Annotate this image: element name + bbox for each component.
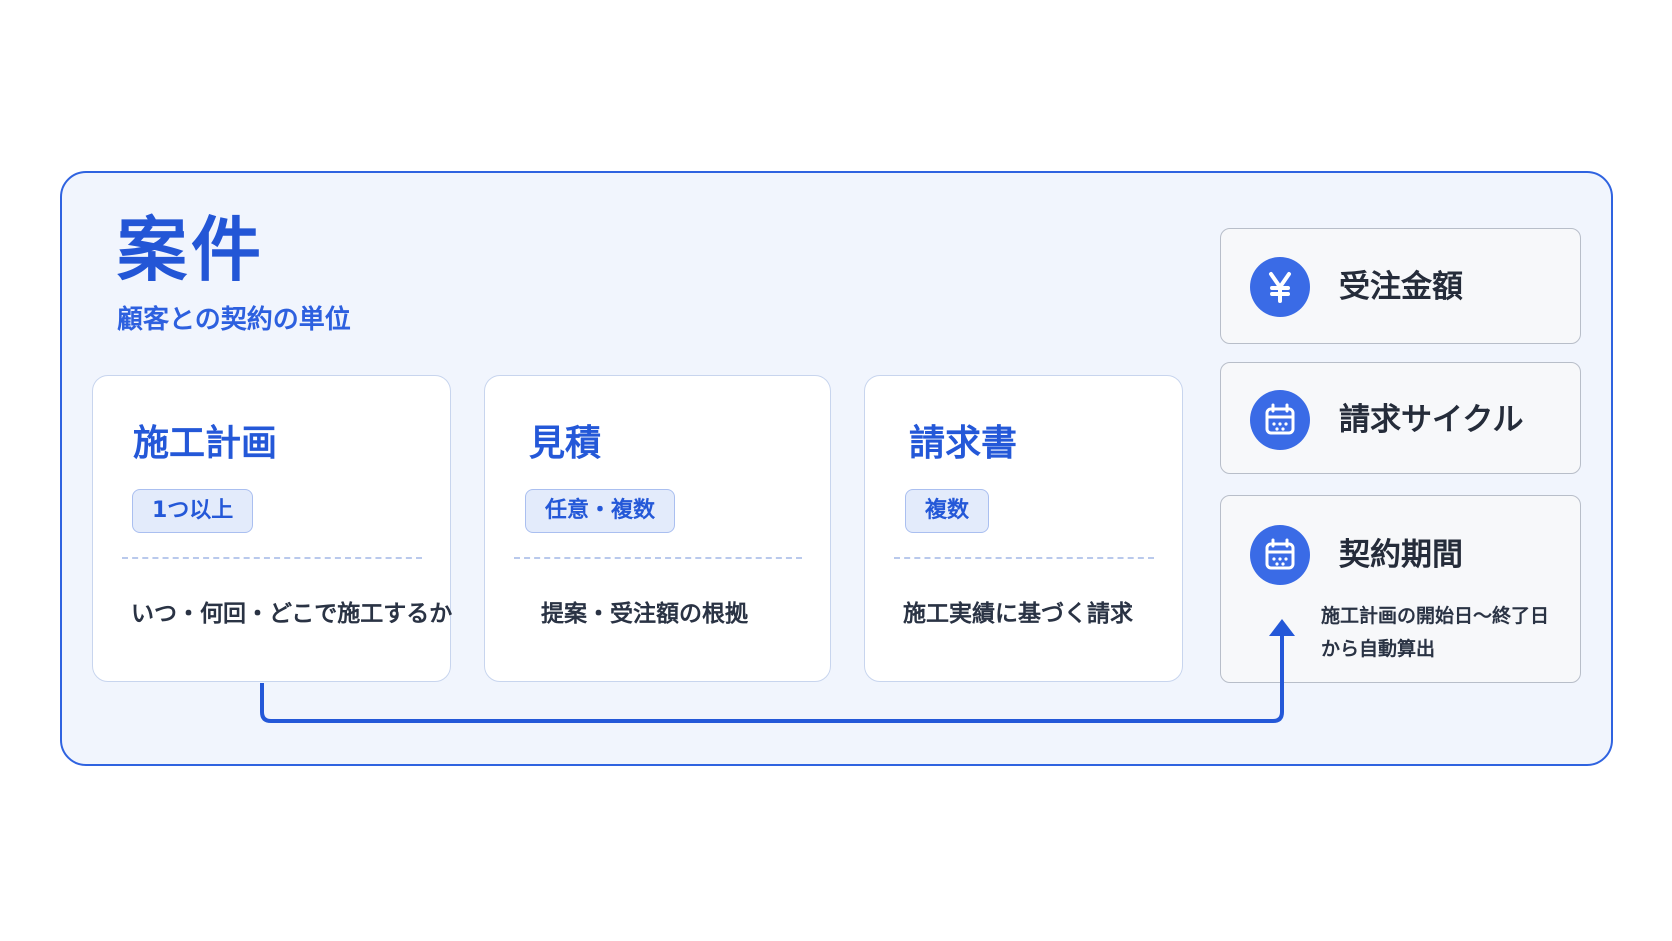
attribute-label: 請求サイクル [1339, 402, 1524, 438]
card-description: 提案・受注額の根拠 [541, 601, 748, 627]
attribute-label: 契約期間 [1339, 537, 1463, 573]
attribute-label: 受注金額 [1339, 269, 1463, 305]
card-badge: 任意・複数 [525, 489, 676, 533]
yen-icon [1250, 257, 1310, 317]
attribute-note-line: 施工計画の開始日〜終了日 [1321, 605, 1550, 627]
project-title: 案件 [117, 209, 265, 291]
card-title: 見積 [529, 423, 602, 464]
card-description: いつ・何回・どこで施工するか [131, 601, 453, 627]
card-description: 施工実績に基づく請求 [903, 601, 1133, 627]
card-title: 施工計画 [133, 423, 278, 464]
attribute-note-line: から自動算出 [1321, 638, 1436, 660]
card-title: 請求書 [909, 423, 1018, 464]
card-divider [514, 557, 802, 559]
card-divider [894, 557, 1154, 559]
card-construction-plan: 施工計画 1つ以上 いつ・何回・どこで施工するか [92, 375, 453, 682]
attribute-order-amount: 受注金額 [1220, 228, 1581, 344]
attribute-contract-period: 契約期間 施工計画の開始日〜終了日 から自動算出 [1220, 495, 1581, 683]
attribute-note: 施工計画の開始日〜終了日 から自動算出 [1321, 600, 1549, 666]
card-badge: 1つ以上 [132, 489, 254, 533]
calendar-icon [1250, 390, 1310, 450]
arrow-head [1269, 619, 1295, 636]
card-divider [122, 557, 422, 559]
calendar-icon [1250, 525, 1310, 585]
project-subtitle: 顧客との契約の単位 [117, 305, 351, 335]
card-badge: 複数 [905, 489, 990, 533]
card-invoice: 請求書 複数 施工実績に基づく請求 [864, 375, 1183, 682]
attribute-billing-cycle: 請求サイクル [1220, 362, 1581, 474]
card-estimate: 見積 任意・複数 提案・受注額の根拠 [484, 375, 831, 682]
